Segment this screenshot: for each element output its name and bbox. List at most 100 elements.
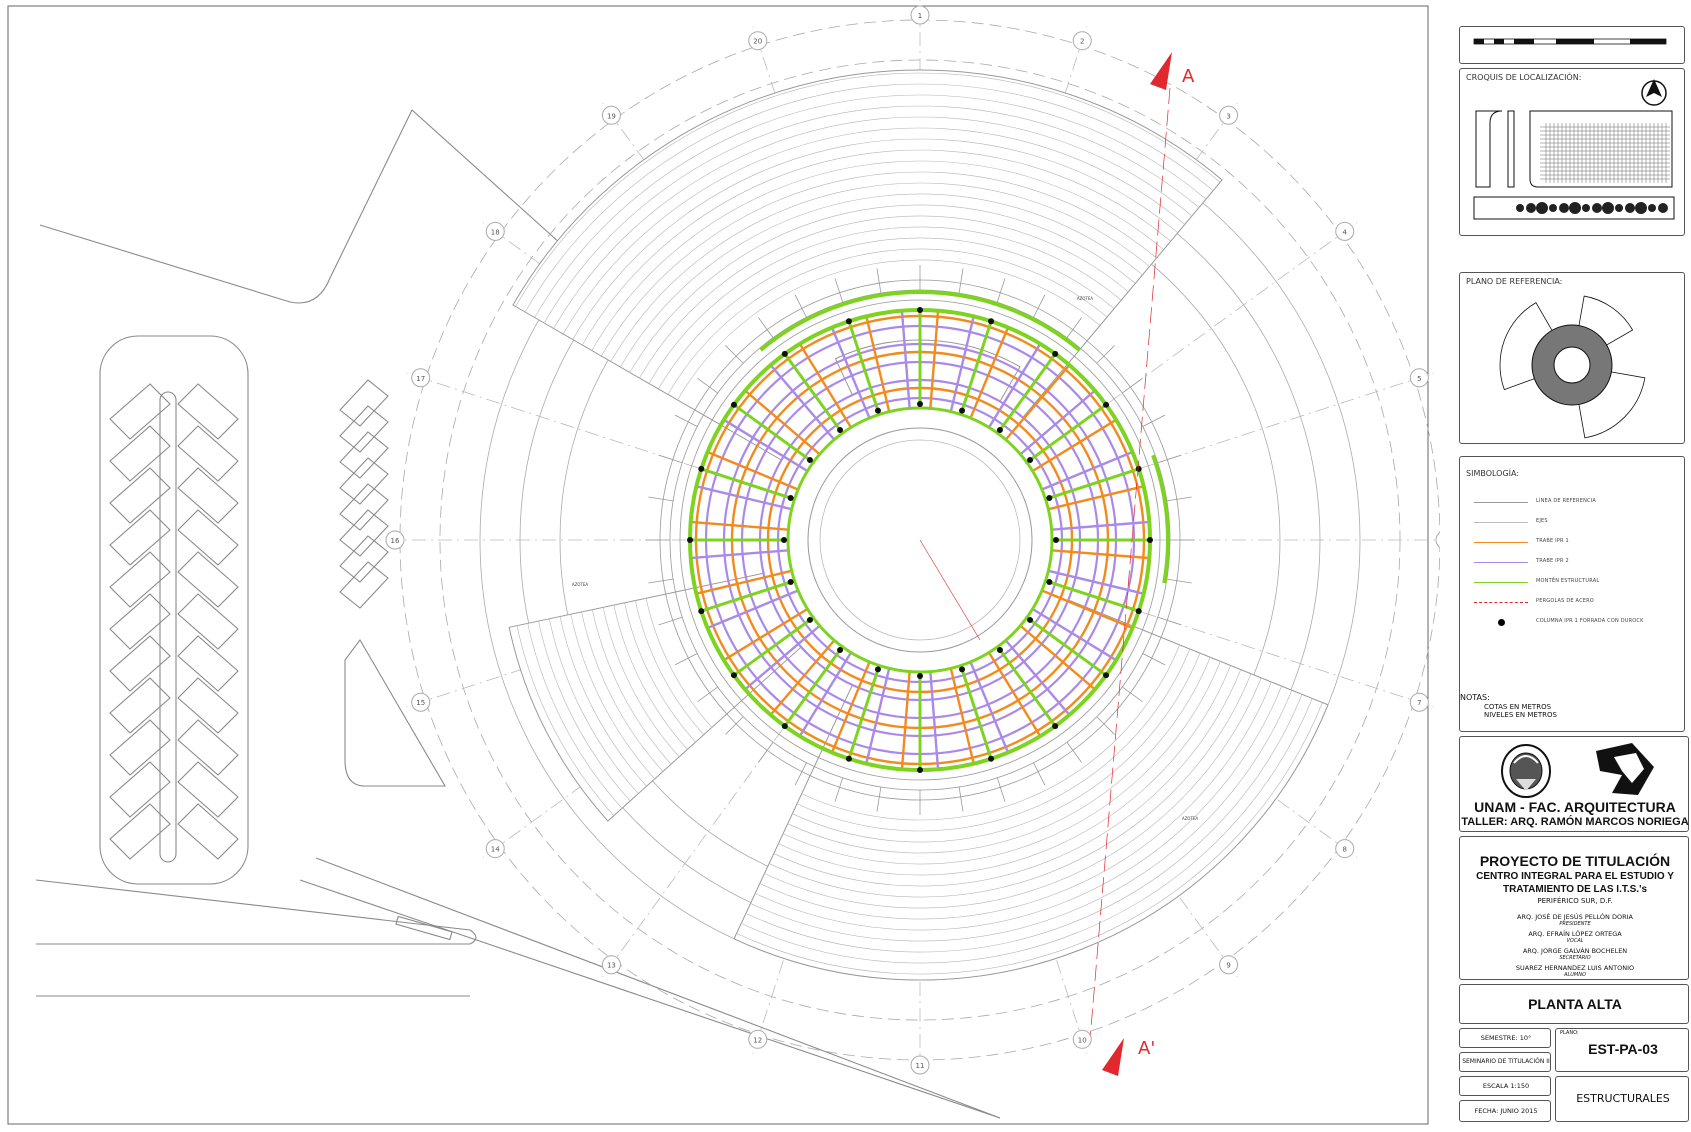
axis-line [1024, 616, 1358, 858]
axis-label: 3 [1226, 112, 1230, 120]
tree-icon [1526, 203, 1536, 213]
green-beam [996, 353, 1057, 435]
parking-stall [109, 509, 171, 566]
legend-label: LINEA DE REFERENCIA [1536, 498, 1596, 504]
tree-icon [1615, 204, 1623, 212]
radial-beam [987, 651, 1042, 737]
legend-item: TRABE IPR 1 [1474, 537, 1691, 549]
legend-item: LINEA DE REFERENCIA [1474, 497, 1691, 509]
seating-row [620, 193, 1143, 368]
rib [996, 278, 1006, 303]
school-name: UNAM - FAC. ARQUITECTURA [1474, 799, 1676, 815]
rib [697, 378, 718, 394]
seating-row [778, 665, 1231, 876]
rib [1166, 578, 1192, 584]
seminar-box: SEMINARIO DE TITULACIÓN II [1459, 1052, 1551, 1072]
seating-row [741, 698, 1313, 964]
axis-line [1024, 222, 1358, 464]
seating-row [610, 182, 1150, 362]
axis-label: 5 [1417, 375, 1421, 383]
column [988, 318, 995, 325]
radial-beam [1051, 520, 1150, 531]
scale-bar-panel [1459, 26, 1685, 64]
parking-stall [177, 383, 239, 440]
seating-row [792, 653, 1201, 843]
rib [834, 278, 844, 303]
reference-plan [1499, 295, 1646, 439]
rib [725, 345, 744, 364]
tree-icon [1516, 204, 1524, 212]
parking-stall [109, 551, 171, 608]
radial-beam [1041, 589, 1133, 630]
radial-beam [969, 661, 1010, 753]
column [781, 723, 788, 730]
date-box: FECHA: JUNIO 2015 [1459, 1100, 1551, 1122]
radial-beam [1048, 485, 1144, 511]
scale-bar [1473, 38, 1667, 45]
section-mark-a: A [1150, 52, 1195, 90]
radial-beam [690, 549, 789, 560]
axis-line [406, 579, 797, 708]
axis-line [752, 26, 881, 417]
rib [1122, 378, 1143, 394]
tree-icon [1582, 204, 1590, 212]
radial-beam [769, 364, 836, 441]
scale: ESCALA 1:150 [1482, 1082, 1530, 1090]
column [1027, 616, 1034, 623]
column [781, 537, 787, 543]
legend-label: COLUMNA IPR 1 FORRADA CON DUROCK [1536, 618, 1644, 624]
committee-role: VOCAL [1566, 938, 1584, 944]
green-beam [700, 579, 795, 613]
seating-row [801, 644, 1180, 821]
seating-row [768, 673, 1252, 898]
rib [1066, 742, 1082, 763]
location-map [1473, 79, 1675, 220]
axis-bubble-20: 20 [748, 31, 768, 51]
column [917, 673, 923, 679]
seating-row [592, 609, 672, 765]
seating-row [562, 127, 1186, 335]
seating-row [559, 616, 647, 787]
project-panel: PROYECTO DE TITULACIÓN CENTRO INTEGRAL P… [1459, 836, 1689, 980]
reference-panel: PLANO DE REFERENCIA: [1459, 272, 1685, 444]
column [1147, 537, 1153, 543]
seating-row [782, 661, 1221, 865]
rib [1157, 454, 1182, 464]
column [996, 647, 1003, 654]
legend-item: TRABE IPR 2 [1474, 557, 1691, 569]
axis-bubble-17: 17 [411, 368, 431, 388]
column [917, 767, 923, 773]
scale-box: ESCALA 1:150 [1459, 1076, 1551, 1096]
location-panel: CROQUIS DE LOCALIZACIÓN: [1459, 68, 1685, 236]
axis-line [482, 616, 816, 858]
green-beam [783, 353, 844, 435]
rib [674, 414, 698, 427]
site-line [35, 879, 477, 945]
floor-plan: 1234567891011121314151617181920AA'AZOTEA… [7, 0, 1440, 1125]
parking-stall [109, 593, 171, 650]
tree-icon [1602, 202, 1614, 214]
green-beam [1025, 403, 1107, 464]
rib [958, 268, 964, 294]
column [996, 426, 1003, 433]
rib [794, 762, 807, 786]
axis-line [482, 222, 816, 464]
rib [648, 496, 674, 502]
axis-bubble-15: 15 [411, 692, 431, 712]
axis-line [959, 26, 1088, 417]
parking-stall [339, 431, 389, 479]
seating-row [745, 694, 1303, 953]
axis-bubble-12: 12 [748, 1029, 768, 1049]
axis-line [752, 663, 881, 1054]
parking-stall [177, 593, 239, 650]
axis-bubble-8: 8 [1335, 839, 1355, 859]
column [730, 401, 737, 408]
parking-stall [109, 677, 171, 734]
green-beam [700, 467, 795, 501]
column [806, 457, 813, 464]
column [917, 401, 923, 407]
zone-label: AZOTEA [1077, 296, 1094, 301]
column [845, 318, 852, 325]
seating-row [613, 605, 688, 750]
